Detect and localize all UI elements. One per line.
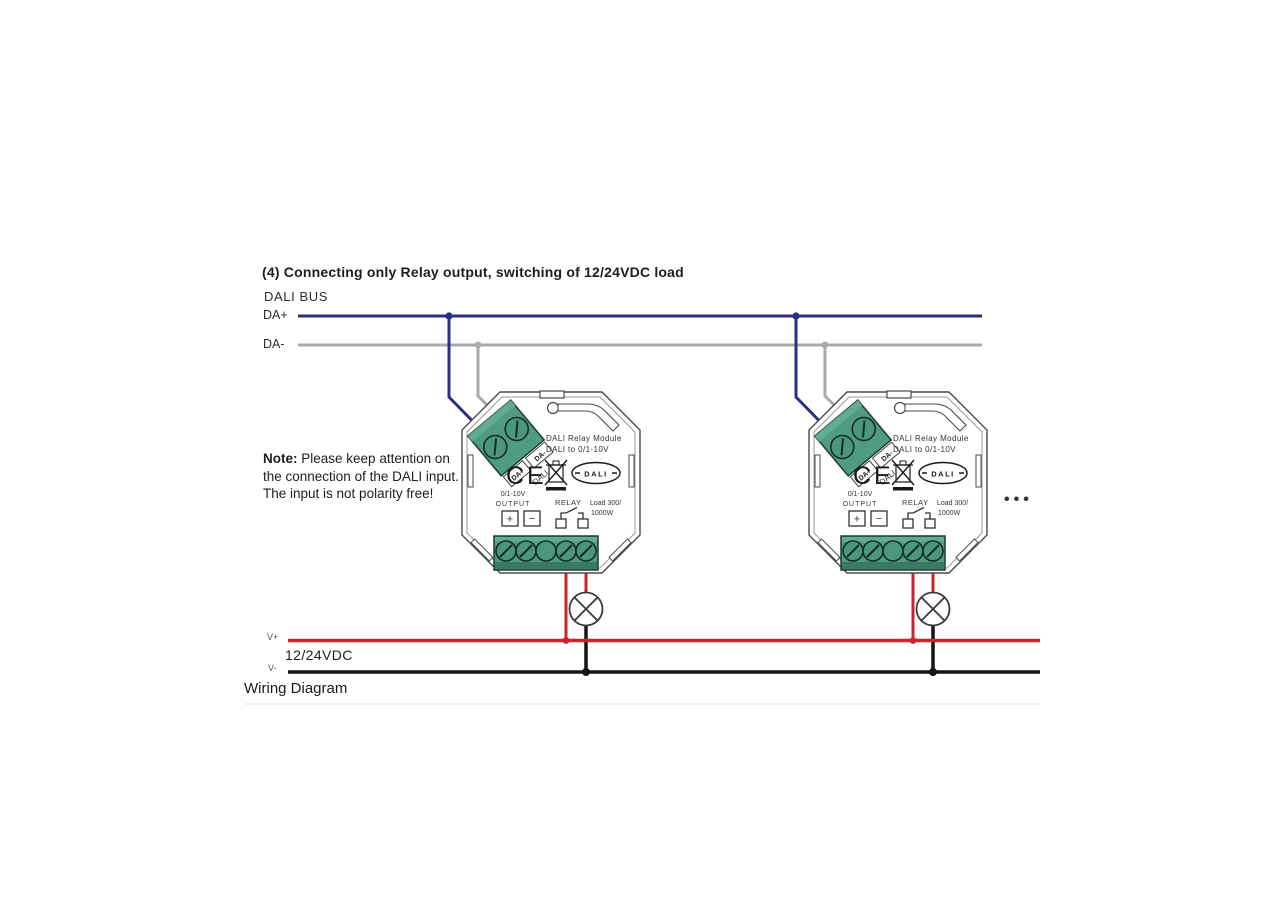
v-minus-label: V-: [268, 663, 277, 673]
module-2-load-hookup: [908, 566, 951, 678]
note-label: Note:: [263, 451, 298, 466]
v-plus-label: V+: [267, 632, 279, 642]
diagram-title: (4) Connecting only Relay output, switch…: [262, 264, 684, 280]
dali-bus-label: DALI BUS: [264, 289, 329, 304]
ellipsis-icon: •••: [1004, 491, 1033, 508]
footer-caption: Wiring Diagram: [244, 680, 348, 697]
da-minus-label: DA-: [263, 337, 285, 351]
voltage-label: 12/24VDC: [285, 647, 353, 663]
dali-relay-module-1: [461, 390, 641, 574]
dali-relay-module-2: [808, 390, 988, 574]
da-plus-label: DA+: [263, 308, 288, 322]
polarity-note: Note: Please keep attention on the conne…: [263, 450, 463, 503]
note-text: Please keep attention on the connection …: [263, 451, 459, 502]
module-1-load-hookup: [561, 566, 604, 678]
